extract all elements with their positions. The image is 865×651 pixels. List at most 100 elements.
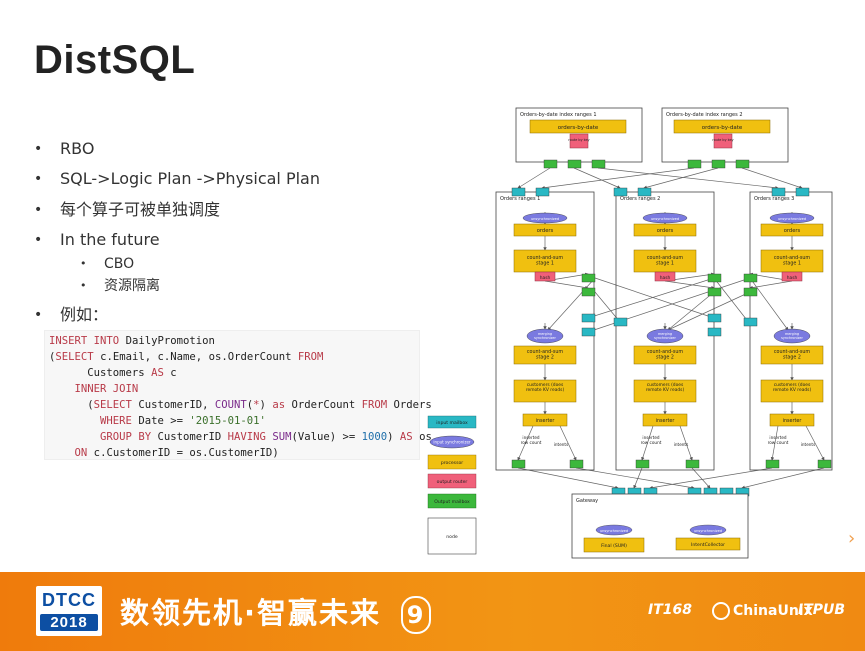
input-mailbox xyxy=(743,317,758,327)
hash-router xyxy=(654,271,676,282)
gateway-title: Gateway xyxy=(576,498,598,504)
itpub-logo: ITPUB xyxy=(798,602,846,618)
output-mailbox xyxy=(707,273,722,283)
orders-processor xyxy=(760,223,824,237)
bullet-text: RBO xyxy=(60,139,95,158)
inserter-processor xyxy=(642,413,688,427)
flow-edge xyxy=(649,467,773,490)
processor-label: inserter xyxy=(783,418,802,424)
range-node-3 xyxy=(749,191,833,471)
router-label: route by key xyxy=(712,138,733,142)
output-mailbox xyxy=(567,159,582,169)
output-mailbox xyxy=(743,273,758,283)
gateway-sync-right xyxy=(689,524,727,536)
output-mailbox xyxy=(543,159,558,169)
flow-edge xyxy=(517,167,551,189)
bullet-dot-icon: • xyxy=(34,141,43,157)
customers-processor xyxy=(513,379,577,403)
flow-edge xyxy=(633,467,643,489)
code-line: WHERE Date >= '2015-01-01' xyxy=(100,415,266,427)
bullet-text: 资源隔离 xyxy=(104,278,160,294)
bullet-dot-icon: • xyxy=(34,202,43,218)
unsync-synchronizer xyxy=(769,212,815,224)
orders-processor xyxy=(633,223,697,237)
output-mailbox xyxy=(591,159,606,169)
legend-node-swatch xyxy=(427,517,477,555)
bullet-dot-icon: • xyxy=(34,307,43,323)
flow-edge xyxy=(749,277,789,331)
input-mailbox xyxy=(795,187,810,197)
unsync-synchronizer xyxy=(522,212,568,224)
final-sum-processor xyxy=(583,537,645,553)
legend-input-mailbox-swatch xyxy=(427,415,477,429)
inserter-processor xyxy=(522,413,568,427)
flow-edge xyxy=(641,425,654,461)
processor-label: orders xyxy=(784,228,801,234)
legend-label: node xyxy=(446,534,458,540)
output-mailbox xyxy=(685,459,700,469)
range-title: Orders ranges 1 xyxy=(500,196,540,202)
customers-processor xyxy=(633,379,697,403)
node-table-label: orders-by-date xyxy=(702,125,743,131)
it168-logo: IT168 xyxy=(648,602,692,618)
range-title: Orders ranges 3 xyxy=(754,196,794,202)
logo-text-bottom: 2018 xyxy=(40,614,98,631)
top-node-2: Orders-by-date index ranges 2 orders-by-… xyxy=(661,107,789,163)
input-mailbox xyxy=(511,187,526,197)
flow-edge xyxy=(741,467,825,490)
stage2-processor xyxy=(513,345,577,365)
flow-edge xyxy=(667,291,715,331)
customers-processor xyxy=(760,379,824,403)
bullet-dot-icon: • xyxy=(80,257,87,270)
intent-collector-label: IntentCollector xyxy=(691,542,725,548)
stage2-processor xyxy=(760,345,824,365)
final-label: Final (SUM) xyxy=(601,543,627,549)
input-mailbox xyxy=(707,327,722,337)
node-table-label: orders-by-date xyxy=(558,125,599,131)
flow-edge xyxy=(667,291,751,331)
input-mailbox xyxy=(771,187,786,197)
dtcc-logo: DTCC 2018 xyxy=(36,586,102,636)
legend-label: output router xyxy=(437,479,468,485)
flow-edge xyxy=(770,425,779,461)
distsql-flow-diagram: Orders-by-date index ranges 1 orders-by-… xyxy=(495,107,833,559)
code-line: ON c.CustomerID = os.CustomerID) xyxy=(74,447,279,459)
flow-edge xyxy=(691,467,711,489)
output-mailbox xyxy=(707,287,722,297)
flow-edge xyxy=(573,167,621,189)
legend-processor-swatch xyxy=(427,454,477,470)
input-mailbox xyxy=(637,187,652,197)
sync-label: unsynchronized xyxy=(651,217,679,221)
legend-output-router-swatch xyxy=(427,473,477,489)
node-title: Orders-by-date index ranges 2 xyxy=(666,112,743,118)
input-mailbox xyxy=(535,187,550,197)
legend-label: input synchronizer xyxy=(433,440,470,445)
output-mailbox xyxy=(635,459,650,469)
flow-edge xyxy=(587,277,751,333)
flow-edge xyxy=(517,467,619,490)
output-mailbox xyxy=(511,459,526,469)
flow-edge xyxy=(544,280,589,290)
bullet-dot-icon: • xyxy=(34,232,43,248)
output-mailbox xyxy=(581,273,596,283)
bullet-dot-icon: • xyxy=(80,279,87,292)
router-label: hash xyxy=(787,275,798,281)
legend-label: Output mailbox xyxy=(434,499,470,505)
flow-edge xyxy=(679,425,693,461)
flow-edge xyxy=(597,167,779,190)
range-title: Orders ranges 2 xyxy=(620,196,660,202)
processor-label: inserter xyxy=(536,418,555,424)
output-mailbox xyxy=(581,287,596,297)
legend-label: input mailbox xyxy=(436,420,468,426)
unsync-synchronizer xyxy=(642,212,688,224)
flow-edge xyxy=(749,280,793,290)
processor-label: orders xyxy=(657,228,674,234)
output-label: intents xyxy=(674,442,689,447)
